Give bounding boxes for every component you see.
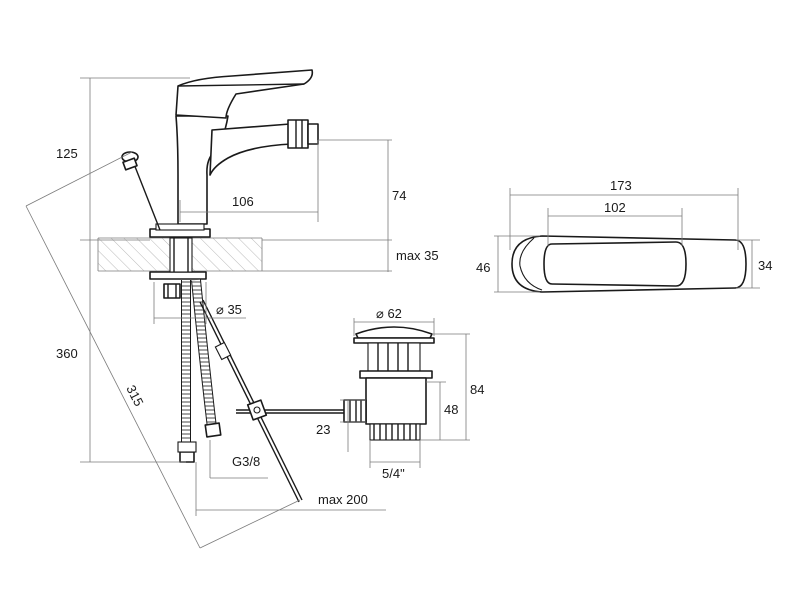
drain-side-nut: [343, 399, 367, 423]
dim-label-max35: max 35: [396, 248, 439, 263]
dim-label-thread-hose: G3/8: [232, 454, 260, 469]
dim-label-23: 23: [316, 422, 330, 437]
dim-label-84: 84: [470, 382, 484, 397]
dimension-lines: [25, 77, 760, 549]
hose-fitting-2: [204, 422, 222, 438]
hose-fitting-1: [179, 451, 195, 463]
drain-cage: [367, 342, 421, 372]
dim-label-74: 74: [392, 188, 406, 203]
mounting-stud: [169, 237, 193, 273]
dim-label-34: 34: [758, 258, 772, 273]
faucet-side-view: [97, 69, 319, 503]
dim-label-46: 46: [476, 260, 490, 275]
dim-label-125: 125: [56, 146, 78, 161]
dim-label-dia62: ⌀ 62: [376, 306, 402, 321]
pull-rod: [199, 299, 303, 503]
drain-cap: [355, 326, 433, 339]
drain-waste: [236, 326, 435, 441]
dim-label-360: 360: [56, 346, 78, 361]
dim-label-102: 102: [604, 200, 626, 215]
dim-label-max200: max 200: [318, 492, 368, 507]
dim-label-dia35: ⌀ 35: [216, 302, 242, 317]
lever-handle: [175, 69, 314, 119]
top-view-lever: [543, 241, 687, 287]
popup-rod: [121, 151, 161, 231]
faucet-spout: [209, 123, 293, 176]
drain-body: [365, 377, 427, 425]
dim-label-106: 106: [232, 194, 254, 209]
mounting-nut: [149, 271, 207, 280]
dimension-labels: 125 360 315 106 74 max 35 ⌀ 35 ⌀ 62 84 4…: [56, 146, 772, 507]
dim-label-thread-waste: 5/4": [382, 466, 405, 481]
nozzle: [287, 119, 319, 149]
drain-thread: [369, 423, 421, 441]
dim-label-173: 173: [610, 178, 632, 193]
faucet-top-view: [511, 235, 747, 293]
dim-label-48: 48: [444, 402, 458, 417]
